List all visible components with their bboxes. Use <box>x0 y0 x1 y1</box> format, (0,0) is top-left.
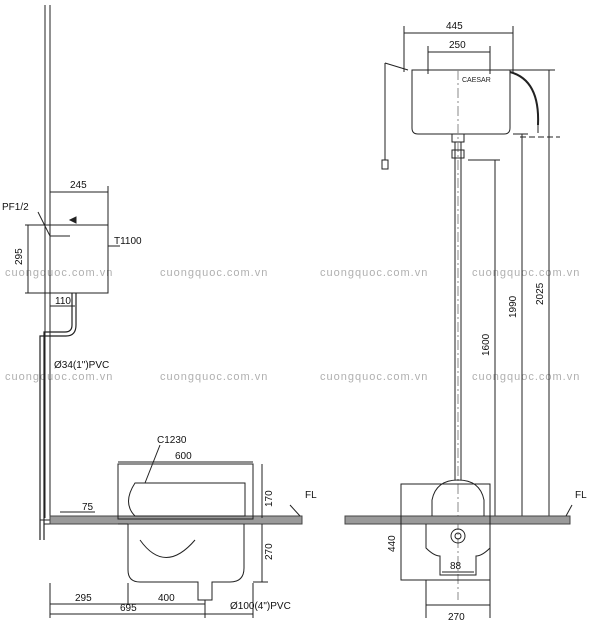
flush-pipe-outer <box>39 293 77 540</box>
dim-label-88: 88 <box>450 561 462 572</box>
float-marker <box>68 216 77 224</box>
caesar-brand: CAESAR <box>462 77 491 84</box>
dim-label-445: 445 <box>446 21 463 32</box>
c1230-label: C1230 <box>157 435 187 446</box>
watermark: cuongquoc.com.vn <box>320 371 428 383</box>
dim-label-270: 270 <box>264 543 275 560</box>
side-view <box>25 5 303 618</box>
dim-label-270-front: 270 <box>448 612 465 623</box>
dim-label-110: 110 <box>55 296 71 307</box>
c1230-leader <box>144 444 161 484</box>
dimension-labels: 245 PF1/2 295 T1100 110 Ø34(1")PVC C1230… <box>2 21 587 623</box>
fl-leader <box>565 504 573 517</box>
outlet-label: Ø100(4")PVC <box>230 601 291 612</box>
watermark: cuongquoc.com.vn <box>160 371 268 383</box>
pan-front-body <box>425 524 491 576</box>
flush-inlet-core <box>454 532 462 540</box>
watermark: cuongquoc.com.vn <box>472 371 580 383</box>
pan-front-rim <box>431 479 485 516</box>
dim-label-250: 250 <box>449 40 466 51</box>
dim-label-1990: 1990 <box>508 295 519 318</box>
dim-label-600: 600 <box>175 451 192 462</box>
pan-bowl-curve <box>139 539 196 558</box>
dim-label-245: 245 <box>70 180 87 191</box>
dim-label-295-bottom: 295 <box>75 593 92 604</box>
dim-label-440: 440 <box>387 535 398 552</box>
fl-leader <box>289 504 301 517</box>
dim-label-2025: 2025 <box>535 282 546 305</box>
t1100-label: T1100 <box>114 236 142 247</box>
dim-label-400: 400 <box>158 593 175 604</box>
dim-label-295: 295 <box>14 248 25 265</box>
watermark: cuongquoc.com.vn <box>160 267 268 279</box>
dim-label-695: 695 <box>120 603 137 614</box>
cistern-side <box>49 224 109 294</box>
pan-front-box <box>400 483 491 581</box>
watermark: cuongquoc.com.vn <box>320 267 428 279</box>
watermark: cuongquoc.com.vn <box>472 267 580 279</box>
pf-leader <box>37 211 51 237</box>
pan-outline-box <box>117 463 254 520</box>
front-view <box>344 26 573 618</box>
cistern-front <box>411 69 511 135</box>
pipe-label: Ø34(1")PVC <box>54 360 109 371</box>
pull-lever <box>384 62 409 71</box>
fl-label-right: FL <box>575 490 587 501</box>
pan-rim <box>128 482 246 517</box>
watermark-layer: cuongquoc.com.vn cuongquoc.com.vn cuongq… <box>5 267 580 383</box>
watermark: cuongquoc.com.vn <box>5 371 113 383</box>
dim-label-75: 75 <box>82 502 94 513</box>
pan-body <box>127 524 245 601</box>
floor-right <box>344 515 571 525</box>
watermark: cuongquoc.com.vn <box>5 267 113 279</box>
fl-label-left: FL <box>305 490 317 501</box>
flush-inlet-circle <box>450 528 466 544</box>
floor-left <box>49 515 303 525</box>
pipe-elbow <box>451 149 465 159</box>
dim-label-1600: 1600 <box>481 333 492 356</box>
flush-pipe <box>43 293 73 540</box>
pull-handle <box>381 159 389 170</box>
dim-label-170: 170 <box>264 490 275 507</box>
pf-label: PF1/2 <box>2 202 29 213</box>
supply-hose <box>509 71 540 126</box>
